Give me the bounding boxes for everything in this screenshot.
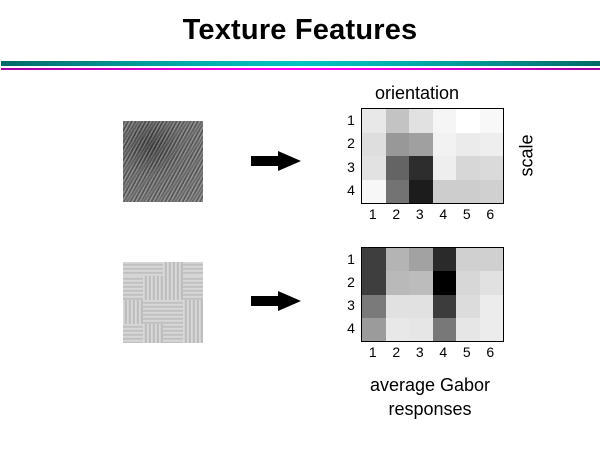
heatmap-cell bbox=[409, 132, 433, 156]
heatmap-caption: average Gabor responses bbox=[330, 373, 530, 421]
weave-strand bbox=[143, 300, 183, 325]
heatmap-cell bbox=[362, 317, 386, 341]
scale-axis-title: scale bbox=[516, 134, 537, 177]
heatmap-cell bbox=[432, 248, 456, 272]
heatmap-cell bbox=[479, 271, 503, 295]
x-tick-label: 4 bbox=[439, 344, 448, 360]
weave-strand bbox=[163, 324, 183, 343]
x-tick-label: 1 bbox=[368, 344, 377, 360]
right-arrow-icon bbox=[251, 291, 301, 311]
weave-strand bbox=[183, 262, 203, 277]
x-tick-label: 1 bbox=[368, 206, 377, 222]
heatmap-cell bbox=[456, 317, 480, 341]
heatmap-cell bbox=[385, 156, 409, 180]
orientation-axis-title: orientation bbox=[375, 83, 460, 103]
heatmap-cell bbox=[456, 271, 480, 295]
weave-strand bbox=[123, 262, 163, 277]
x-tick-label: 4 bbox=[439, 206, 448, 222]
heatmap-cell bbox=[385, 294, 409, 318]
heatmap-cell bbox=[385, 248, 409, 272]
heatmap-cell bbox=[456, 294, 480, 318]
heatmap-cell bbox=[409, 317, 433, 341]
x-tick-label: 3 bbox=[415, 206, 424, 222]
heatmap-cell bbox=[362, 248, 386, 272]
heatmap-cell bbox=[432, 109, 456, 133]
y-tick-label: 2 bbox=[347, 273, 355, 290]
weave-strand bbox=[163, 262, 184, 276]
right-arrow-icon bbox=[251, 151, 301, 171]
y-tick-label: 4 bbox=[347, 182, 355, 199]
caption-line-2: responses bbox=[388, 399, 472, 419]
y-tick-label: 3 bbox=[347, 158, 355, 175]
heatmap-cell bbox=[409, 109, 433, 133]
heatmap-cell bbox=[409, 156, 433, 180]
heatmap-cell bbox=[385, 271, 409, 295]
slide-title: Texture Features bbox=[182, 14, 418, 46]
x-tick-label: 2 bbox=[392, 206, 401, 222]
weave-strand bbox=[143, 324, 164, 343]
heatmap-cell bbox=[409, 271, 433, 295]
heatmap-cell bbox=[432, 317, 456, 341]
heatmap-cell bbox=[432, 271, 456, 295]
heatmap-cell bbox=[432, 294, 456, 318]
heatmap-cell bbox=[409, 248, 433, 272]
heatmap-cell bbox=[479, 156, 503, 180]
heatmap-cell bbox=[479, 317, 503, 341]
heatmap-cell bbox=[362, 271, 386, 295]
y-tick-label: 3 bbox=[347, 297, 355, 314]
heatmap-cell bbox=[385, 317, 409, 341]
heatmap-cell bbox=[456, 248, 480, 272]
heatmap-cell bbox=[432, 132, 456, 156]
heatmap-cell bbox=[385, 132, 409, 156]
heatmap-cell bbox=[385, 179, 409, 203]
heatmap-cell bbox=[456, 132, 480, 156]
heatmap-cell bbox=[479, 132, 503, 156]
heatmap-cell bbox=[432, 179, 456, 203]
weave-strand bbox=[183, 324, 203, 343]
heatmap-cell bbox=[479, 109, 503, 133]
heatmap-cell bbox=[409, 294, 433, 318]
heatmap-cell bbox=[409, 179, 433, 203]
weave-strand bbox=[123, 324, 143, 343]
teal-divider bbox=[1, 61, 600, 66]
y-tick-label: 2 bbox=[347, 135, 355, 152]
heatmap-cell bbox=[385, 109, 409, 133]
y-tick-label: 1 bbox=[347, 111, 355, 128]
gabor-heatmap-top bbox=[361, 108, 504, 204]
heatmap-cell bbox=[432, 156, 456, 180]
magenta-divider bbox=[1, 68, 600, 70]
y-tick-label: 4 bbox=[347, 320, 355, 337]
x-tick-label: 2 bbox=[392, 344, 401, 360]
heatmap-cell bbox=[479, 248, 503, 272]
weave-strand bbox=[183, 300, 203, 324]
heatmap-cell bbox=[456, 109, 480, 133]
weave-strand bbox=[123, 300, 144, 324]
heatmap-cell bbox=[362, 294, 386, 318]
heatmap-cell bbox=[362, 109, 386, 133]
x-tick-label: 3 bbox=[415, 344, 424, 360]
x-tick-label: 6 bbox=[486, 206, 495, 222]
x-tick-label: 6 bbox=[486, 344, 495, 360]
heatmap-cell bbox=[456, 156, 480, 180]
gabor-heatmap-bottom bbox=[361, 247, 504, 342]
x-tick-label: 5 bbox=[462, 206, 471, 222]
heatmap-cell bbox=[456, 179, 480, 203]
weave-strand bbox=[143, 276, 184, 300]
weave-strand bbox=[183, 276, 203, 301]
x-tick-label: 5 bbox=[462, 344, 471, 360]
directional-noise-texture-image bbox=[123, 121, 203, 202]
woven-basket-texture-image bbox=[123, 262, 203, 343]
heatmap-cell bbox=[479, 179, 503, 203]
caption-line-1: average Gabor bbox=[369, 375, 491, 395]
y-tick-label: 1 bbox=[347, 250, 355, 267]
heatmap-cell bbox=[479, 294, 503, 318]
heatmap-cell bbox=[362, 132, 386, 156]
heatmap-cell bbox=[362, 179, 386, 203]
heatmap-cell bbox=[362, 156, 386, 180]
weave-strand bbox=[123, 276, 143, 301]
